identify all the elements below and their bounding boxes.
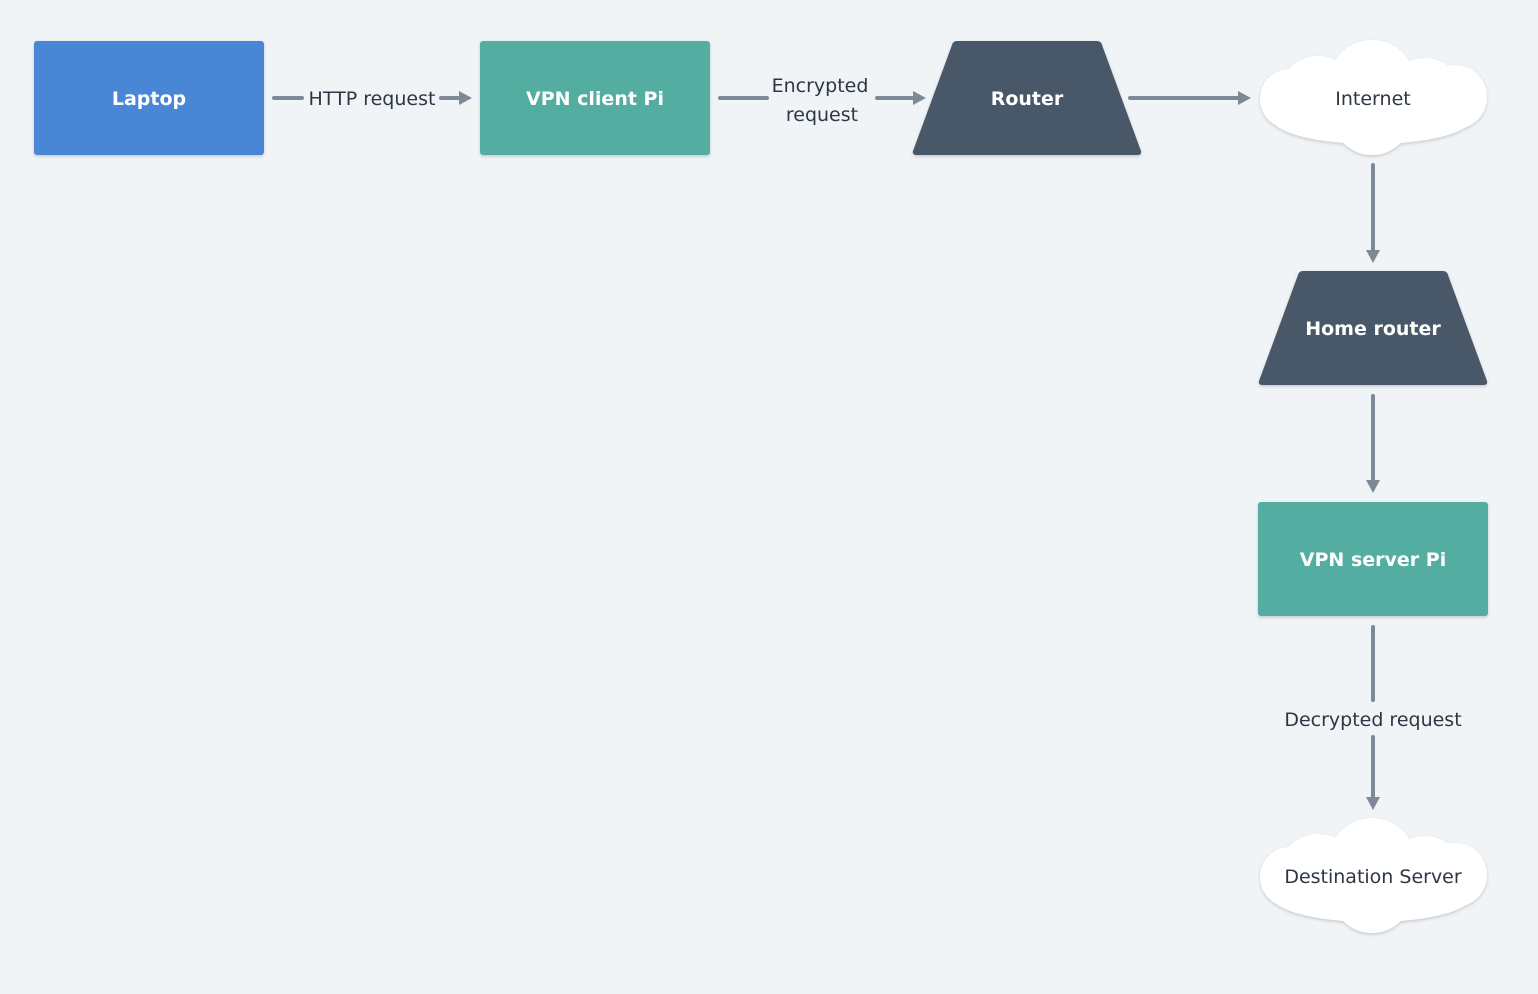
edge-label-encrypted-line2: request (786, 104, 858, 126)
edge-decrypted-request[interactable]: Decrypted request (1284, 625, 1462, 810)
edge-router-to-internet[interactable] (1128, 91, 1251, 105)
edge-label-http-request: HTTP request (309, 88, 436, 110)
cloud-icon (1260, 40, 1487, 155)
vpn-client-pi-box (480, 41, 710, 155)
node-label-home-router: Home router (1305, 318, 1441, 340)
arrowhead-icon (1238, 91, 1251, 105)
node-label-internet: Internet (1335, 88, 1410, 110)
node-label-vpn-client-pi: VPN client Pi (526, 88, 664, 110)
node-vpn-client-pi[interactable]: VPN client Pi (480, 41, 710, 155)
arrowhead-icon (459, 91, 472, 105)
node-internet[interactable]: Internet (1260, 40, 1487, 155)
arrowhead-icon (913, 91, 926, 105)
cloud-icon (1260, 818, 1487, 933)
arrowhead-icon (1366, 480, 1380, 493)
node-home-router[interactable]: Home router (1258, 271, 1488, 385)
arrowhead-icon (1366, 797, 1380, 810)
home-router-trapezoid (1258, 271, 1488, 385)
edge-internet-to-home-router[interactable] (1366, 163, 1380, 263)
node-label-laptop: Laptop (112, 88, 186, 110)
arrowhead-icon (1366, 250, 1380, 263)
router-trapezoid (912, 41, 1142, 155)
node-label-router: Router (991, 88, 1064, 110)
edge-label-decrypted-request: Decrypted request (1284, 709, 1461, 731)
node-router[interactable]: Router (912, 41, 1142, 155)
node-laptop[interactable]: Laptop (34, 41, 264, 155)
node-label-destination-server: Destination Server (1284, 866, 1462, 888)
node-vpn-server-pi[interactable]: VPN server Pi (1258, 502, 1488, 616)
laptop-box (34, 41, 264, 155)
edge-label-encrypted-line1: Encrypted (772, 75, 869, 97)
edge-home-router-to-vpn-server[interactable] (1366, 394, 1380, 493)
node-destination-server[interactable]: Destination Server (1260, 818, 1487, 933)
edge-encrypted-request[interactable]: Encrypted request (718, 75, 926, 126)
node-label-vpn-server-pi: VPN server Pi (1300, 549, 1446, 571)
vpn-server-pi-box (1258, 502, 1488, 616)
edge-http-request[interactable]: HTTP request (272, 88, 472, 110)
